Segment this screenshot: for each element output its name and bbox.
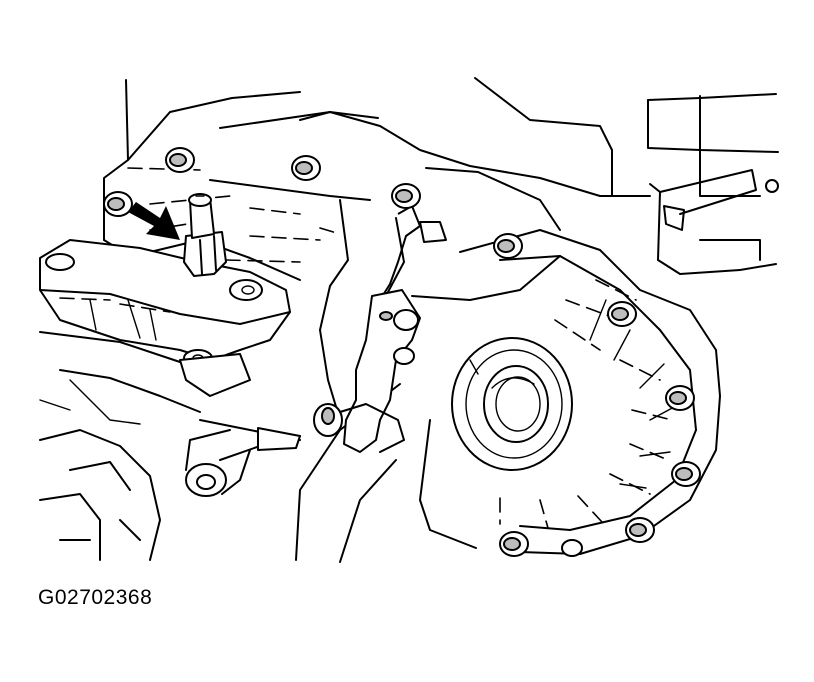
shift-linkage [313, 205, 447, 453]
upper-housing-lines [103, 77, 779, 275]
main-case-outline [209, 111, 721, 563]
speed-sensor [183, 193, 227, 277]
case-ribs [499, 279, 677, 529]
bolt-3 [291, 155, 321, 181]
bolt-6 [607, 301, 637, 327]
bolt-10 [499, 531, 529, 557]
bolt-8 [671, 461, 701, 487]
bolt-4 [391, 183, 421, 209]
bolt-2 [103, 191, 133, 217]
output-shaft-bore [451, 337, 573, 471]
arrow-icon [128, 202, 180, 240]
bolt-heads [103, 147, 701, 557]
left-bracket [39, 239, 291, 413]
lower-left-housing [39, 379, 301, 561]
bolt-9 [625, 517, 655, 543]
bolt-5 [493, 233, 523, 259]
bolt-1 [165, 147, 195, 173]
figure-code: G02702368 [38, 586, 153, 609]
bolt-7 [665, 385, 695, 411]
bolt-11 [561, 539, 583, 557]
